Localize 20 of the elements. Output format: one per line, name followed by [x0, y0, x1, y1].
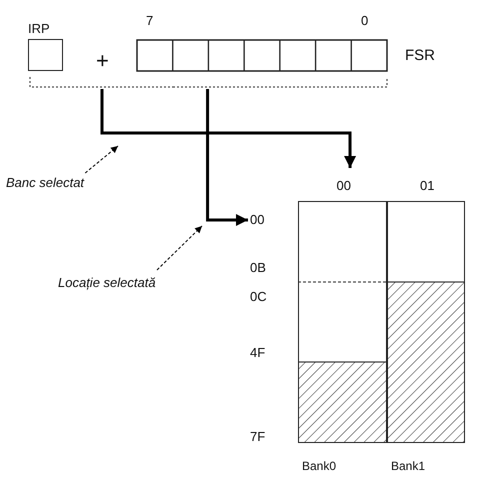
- bit-number: 0: [361, 14, 368, 27]
- plus-sign: +: [96, 50, 109, 72]
- arrow: [206, 89, 248, 226]
- address-label: 0B: [250, 261, 266, 274]
- register-label: FSR: [405, 48, 435, 63]
- leader-line: [156, 226, 202, 270]
- arrow: [100, 89, 356, 168]
- annotation-text: Banc selectat: [6, 176, 84, 189]
- address-label: 0C: [250, 290, 267, 303]
- address-label: 7F: [250, 430, 266, 443]
- leader-line: [84, 146, 118, 174]
- column-header: 01: [420, 179, 434, 192]
- bank-label: Bank1: [391, 460, 426, 472]
- column-header: 00: [336, 179, 351, 192]
- address-label: 00: [250, 213, 264, 226]
- bank-label: Bank0: [302, 460, 336, 472]
- bit-number: 7: [146, 14, 154, 27]
- address-label: 4F: [250, 346, 266, 359]
- annotation-text: Locație selectată: [58, 276, 156, 289]
- register-label: IRP: [28, 22, 50, 35]
